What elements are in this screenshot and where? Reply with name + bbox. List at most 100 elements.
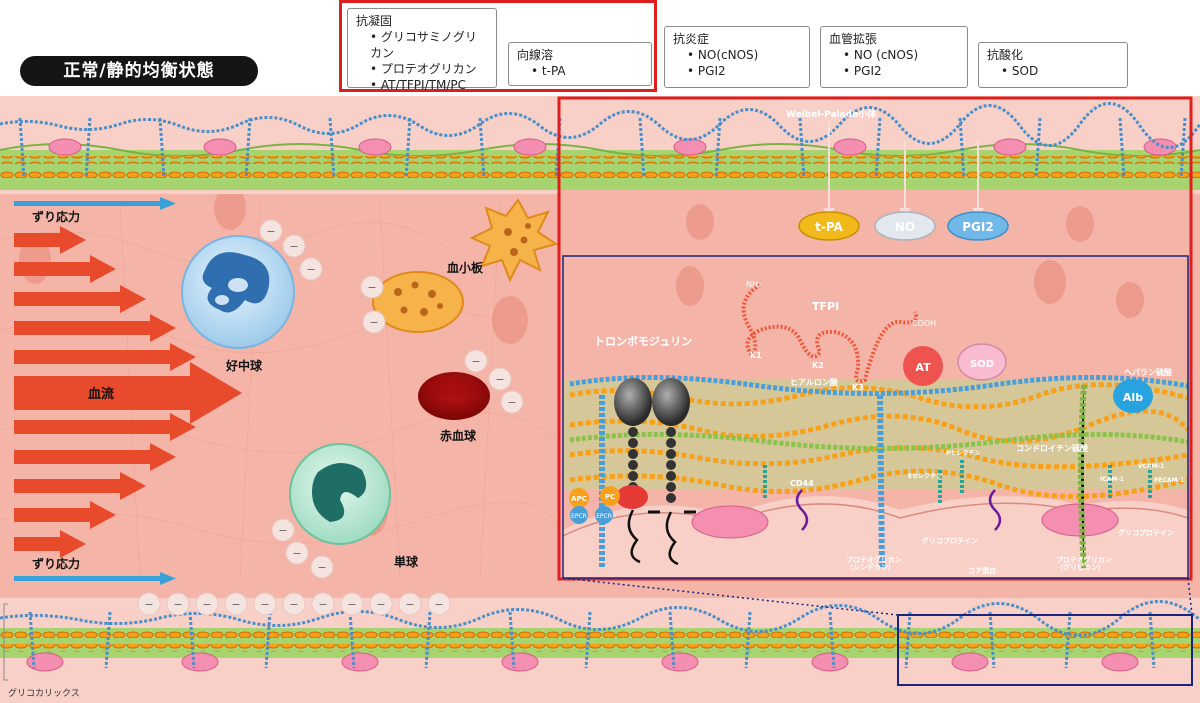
cd44-label: CD44 xyxy=(790,479,814,488)
minus-sign: − xyxy=(367,281,376,294)
cooh-label: COOH xyxy=(912,319,936,328)
sod-ellipse xyxy=(957,343,1007,381)
proteoglycan-glypican-label: プロテオグリカン（グリピカン） xyxy=(1056,555,1112,572)
thrombomodulin-molecule xyxy=(614,378,696,566)
page-title: 正常/静的均衡状態 xyxy=(20,56,258,86)
neutrophil-cell xyxy=(181,235,295,349)
antiinflammatory-item: NO(cNOS) xyxy=(687,47,801,63)
rbc-cell xyxy=(418,372,490,420)
minus-sign: − xyxy=(202,598,211,611)
pecam-label: PECAM-1 xyxy=(1154,477,1184,484)
minus-sign: − xyxy=(266,225,275,238)
k3-label: K3 xyxy=(852,383,864,392)
zoom-source-frame xyxy=(897,614,1193,686)
monocyte-label: 単球 xyxy=(394,554,419,569)
pgi2-pill xyxy=(947,211,1009,241)
minus-sign: − xyxy=(292,547,301,560)
flow-arrows xyxy=(14,226,242,558)
minus-sign: − xyxy=(260,598,269,611)
shear-arrow-top xyxy=(14,197,176,210)
minus-sign: − xyxy=(289,240,298,253)
minus-sign: − xyxy=(231,598,240,611)
no-pill xyxy=(874,211,936,241)
k1-label: K1 xyxy=(750,351,762,360)
at-label: AT xyxy=(915,361,931,374)
nh2-label: NH₂ xyxy=(746,280,761,289)
minus-sign: − xyxy=(144,598,153,611)
minus-sign: − xyxy=(507,396,516,409)
vasodilation-title: 血管拡張 xyxy=(829,32,878,46)
vasodilation-item: NO (cNOS) xyxy=(843,47,959,63)
core-protein-label: コア蛋白 xyxy=(968,566,996,575)
icam-label: ICAM-1 xyxy=(1100,476,1124,483)
minus-sign: − xyxy=(495,373,504,386)
no-label: NO xyxy=(895,220,915,234)
vasodilation-box: 血管拡張 NO (cNOS) PGI2 xyxy=(820,26,968,88)
e-selectin-label: Eセレクチン xyxy=(908,472,942,480)
neutrophil-label: 好中球 xyxy=(225,358,263,373)
antiinflammatory-item: PGI2 xyxy=(687,63,801,79)
platelet-activated xyxy=(469,198,559,283)
blood-flow-label: 血流 xyxy=(88,386,114,402)
platelet-oval xyxy=(372,271,464,333)
minus-sign: − xyxy=(317,561,326,574)
antiinflammatory-box: 抗炎症 NO(cNOS) PGI2 xyxy=(664,26,810,88)
epcr-label: EPCR xyxy=(596,513,612,520)
rbc-label: 赤血球 xyxy=(440,428,477,443)
minus-sign: − xyxy=(306,263,315,276)
vcam-label: VCAM-1 xyxy=(1138,463,1164,470)
negative-charges xyxy=(137,219,524,616)
vessel-illustration: ずり応力 ずり応力 血流 好中球 単球 xyxy=(0,96,1200,703)
sod-label: SOD xyxy=(970,359,994,370)
k2-label: K2 xyxy=(812,361,824,370)
minus-sign: − xyxy=(289,598,298,611)
p-selectin-label: Pセレクチン xyxy=(946,449,980,457)
pgi2-label: PGI2 xyxy=(962,220,993,234)
chondroitin-label: コンドロイチン硫酸 xyxy=(1016,443,1089,453)
epcr-label: EPCR xyxy=(571,513,587,520)
minus-sign: − xyxy=(347,598,356,611)
pc-blob xyxy=(616,485,648,509)
fibrinolysis-title: 向線溶 xyxy=(517,48,554,62)
minus-sign: − xyxy=(434,598,443,611)
vasodilation-item: PGI2 xyxy=(843,63,959,79)
shear-arrow-bottom xyxy=(14,572,176,585)
anticoagulant-item: グリコサミノグリカン xyxy=(370,29,488,61)
tfpi-molecule xyxy=(741,283,918,384)
monocyte-cell xyxy=(289,443,391,545)
shear-label-top: ずり応力 xyxy=(32,209,80,224)
glycoprotein-label: グリコプロテイン xyxy=(1118,528,1174,537)
anticoagulant-box: 抗凝固 グリコサミノグリカン プロテオグリカン AT/TFPI/TM/PC xyxy=(347,8,497,92)
fibrinolysis-box: 向線溶 t-PA xyxy=(508,42,652,86)
at-circle xyxy=(903,346,943,386)
antiinflammatory-title: 抗炎症 xyxy=(673,32,710,46)
alb-label: Alb xyxy=(1123,391,1143,404)
glycoprotein-label: グリコプロテイン xyxy=(922,536,978,545)
anticoagulant-item: AT/TFPI/TM/PC xyxy=(370,77,488,93)
anticoagulant-highlight-frame xyxy=(339,0,657,92)
shear-label-bottom: ずり応力 xyxy=(32,556,80,571)
top-vessel-wall xyxy=(0,96,1200,194)
tpa-pill xyxy=(798,211,860,241)
pc-label: PC xyxy=(605,493,615,501)
antioxidant-item: SOD xyxy=(1001,63,1119,79)
anticoagulant-item: プロテオグリカン xyxy=(370,61,488,77)
zoom-detail-frame xyxy=(562,255,1189,579)
proteoglycan-syndecan-label: プロテオグリカン（シンデカン） xyxy=(846,555,902,572)
antioxidant-title: 抗酸化 xyxy=(987,48,1024,62)
minus-sign: − xyxy=(318,598,327,611)
tpa-label: t-PA xyxy=(815,220,843,234)
minus-sign: − xyxy=(471,355,480,368)
minus-sign: − xyxy=(405,598,414,611)
anticoagulant-title: 抗凝固 xyxy=(356,14,393,28)
apc-label: APC xyxy=(571,495,587,503)
minus-sign: − xyxy=(376,598,385,611)
minus-sign: − xyxy=(278,524,287,537)
glycocalyx-label: グリコカリックス xyxy=(8,687,80,699)
fibrinolysis-item: t-PA xyxy=(531,63,643,79)
minus-sign: − xyxy=(173,598,182,611)
hyaluronan-label: ヒアルロン酸 xyxy=(790,377,839,387)
antioxidant-box: 抗酸化 SOD xyxy=(978,42,1128,88)
thrombomodulin-label: トロンボモジュリン xyxy=(594,334,692,348)
minus-sign: − xyxy=(369,316,378,329)
